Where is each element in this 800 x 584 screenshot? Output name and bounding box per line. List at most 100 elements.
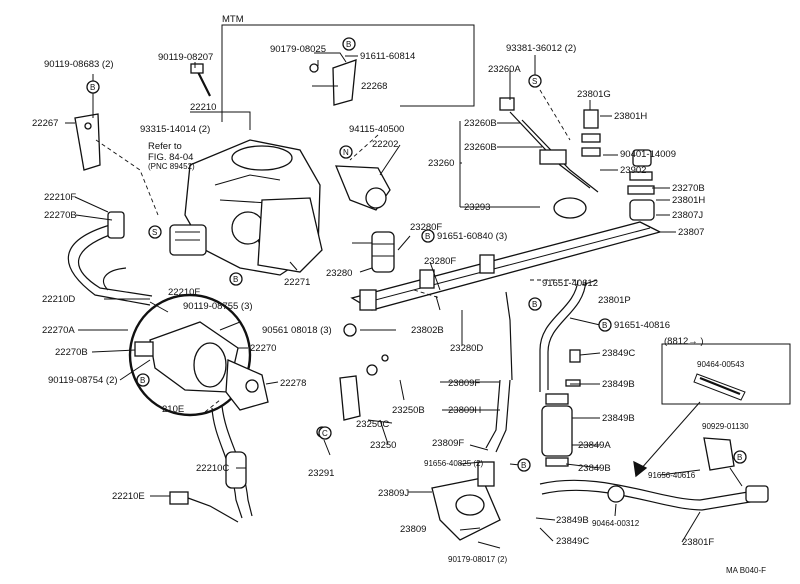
label-23807J: 23807J xyxy=(672,210,703,221)
label-23293: 23293 xyxy=(464,202,490,213)
bracket-22267 xyxy=(74,113,101,171)
label-90179-08025: 90179-08025 xyxy=(270,44,326,55)
svg-text:B: B xyxy=(425,232,430,241)
label-90119-08207: 90119-08207 xyxy=(158,52,213,63)
label-23849B-4: 23849B xyxy=(556,515,589,526)
hose-22210E xyxy=(169,491,239,523)
leader-lines xyxy=(65,52,743,549)
label-23809H: 23809H xyxy=(448,405,481,416)
bracket-23809 xyxy=(431,461,501,541)
label-23849B-3: 23849B xyxy=(578,463,611,474)
pressure-regulator-23280 xyxy=(371,231,395,273)
label-22270A: 22270A xyxy=(42,325,75,336)
fuel-filter-assy xyxy=(541,349,581,467)
marker-b-icon: B xyxy=(598,318,612,332)
label-90119-08754: 90119-08754 (2) xyxy=(48,375,118,386)
label-90464-00543: 90464-00543 xyxy=(697,360,745,369)
label-23270B: 23270B xyxy=(672,183,705,194)
label-23801G: 23801G xyxy=(577,89,611,100)
label-91651-40816: 91651-40816 xyxy=(614,320,670,331)
label-23801P: 23801P xyxy=(598,295,631,306)
label-23260: 23260 xyxy=(428,158,454,169)
label-23250B: 23250B xyxy=(392,405,425,416)
marker-b-icon: B xyxy=(86,80,100,94)
label-22271: 22271 xyxy=(284,277,310,288)
air-pipe-22210D xyxy=(67,211,153,306)
svg-text:B: B xyxy=(602,321,607,330)
label-91651-60840: 91651-60840 (3) xyxy=(437,231,507,242)
label-23801F: 23801F xyxy=(682,537,714,548)
svg-text:C: C xyxy=(322,429,328,438)
marker-symbols: B B S N S B B B B B B B C xyxy=(86,37,747,472)
label-23260A: 23260A xyxy=(488,64,521,75)
label-91656-40616: 91656-40616 xyxy=(648,471,696,480)
label-91656-40825: 91656-40825 (2) xyxy=(424,459,483,468)
marker-n-icon: N xyxy=(339,145,353,159)
label-94115-40500: 94115-40500 xyxy=(349,124,404,135)
label-22278: 22278 xyxy=(280,378,306,389)
sub-box-8812: (8812→ ) xyxy=(661,336,791,405)
refer-note: Refer to FIG. 84-04 (PNC 89452) xyxy=(148,141,195,171)
pulsation-damper-assy xyxy=(581,109,655,221)
svg-text:B: B xyxy=(140,376,145,385)
label-23809F-2: 23809F xyxy=(432,438,464,449)
mtm-group-box: MTM xyxy=(221,14,475,122)
marker-b-icon: B xyxy=(421,229,435,243)
label-23809F-1: 23809F xyxy=(448,378,480,389)
label-93315-14014: 93315-14014 (2) xyxy=(140,124,210,135)
refer-note-line-1: Refer to xyxy=(148,141,182,152)
label-90401-14009: 90401-14009 xyxy=(620,149,676,160)
footer-code: MA B040-F xyxy=(726,566,766,575)
label-90464-00312: 90464-00312 xyxy=(592,519,640,528)
part-labels: 90119-08683 (2) 90119-08207 90179-08025 … xyxy=(32,43,766,575)
label-22210F-1: 22210F xyxy=(44,192,76,203)
isc-valve-22270 xyxy=(128,293,269,417)
label-23809J: 23809J xyxy=(378,488,409,499)
bracket-22268 xyxy=(309,59,357,106)
svg-text:B: B xyxy=(346,40,351,49)
marker-b-icon: B xyxy=(733,450,747,464)
hose-23809H xyxy=(485,291,513,453)
label-23849A: 23849A xyxy=(578,440,611,451)
clamp-90464-00543-drawing xyxy=(693,373,746,401)
svg-text:N: N xyxy=(343,148,349,157)
label-93381-36012: 93381-36012 (2) xyxy=(506,43,576,54)
marker-b-icon: B xyxy=(528,297,542,311)
label-23250: 23250 xyxy=(370,440,396,451)
marker-b-icon: B xyxy=(136,373,150,387)
label-90179-08017: 90179-08017 (2) xyxy=(448,555,507,564)
label-23280: 23280 xyxy=(326,268,352,279)
label-23260B-1: 23260B xyxy=(464,118,497,129)
refer-note-line-2: FIG. 84-04 xyxy=(148,152,193,163)
label-23802B: 23802B xyxy=(411,325,444,336)
marker-s-icon: S xyxy=(148,225,162,239)
label-23280F-2: 23280F xyxy=(424,256,456,267)
marker-c-icon: C xyxy=(318,426,332,440)
svg-text:B: B xyxy=(521,461,526,470)
svg-text:B: B xyxy=(737,453,742,462)
label-23849C-2: 23849C xyxy=(556,536,589,547)
fuel-hose-23801F xyxy=(539,479,769,511)
label-23801H-mid: 23801H xyxy=(672,195,705,206)
label-22210C: 22210C xyxy=(196,463,229,474)
label-23902: 23902 xyxy=(620,165,646,176)
refer-note-line-3: (PNC 89452) xyxy=(148,162,195,171)
label-23849C-1: 23849C xyxy=(602,348,635,359)
label-210E: 210E xyxy=(162,404,184,415)
label-23280F-1: 23280F xyxy=(410,222,442,233)
valve-22202 xyxy=(335,165,391,211)
mtm-box-label: MTM xyxy=(222,14,244,25)
clamp-90929-01130 xyxy=(703,437,735,471)
label-90561-08018: 90561 08018 (3) xyxy=(262,325,332,336)
label-22267: 22267 xyxy=(32,118,58,129)
label-23849B-1: 23849B xyxy=(602,379,635,390)
label-23807: 23807 xyxy=(678,227,704,238)
delivery-pipe-23807 xyxy=(350,221,662,311)
label-91651-40612: 91651-40612 xyxy=(542,278,598,289)
label-90119-08683: 90119-08683 (2) xyxy=(44,59,114,70)
label-22210: 22210 xyxy=(190,102,216,113)
arrow-to-clamp xyxy=(633,401,701,478)
svg-text:S: S xyxy=(532,77,537,86)
